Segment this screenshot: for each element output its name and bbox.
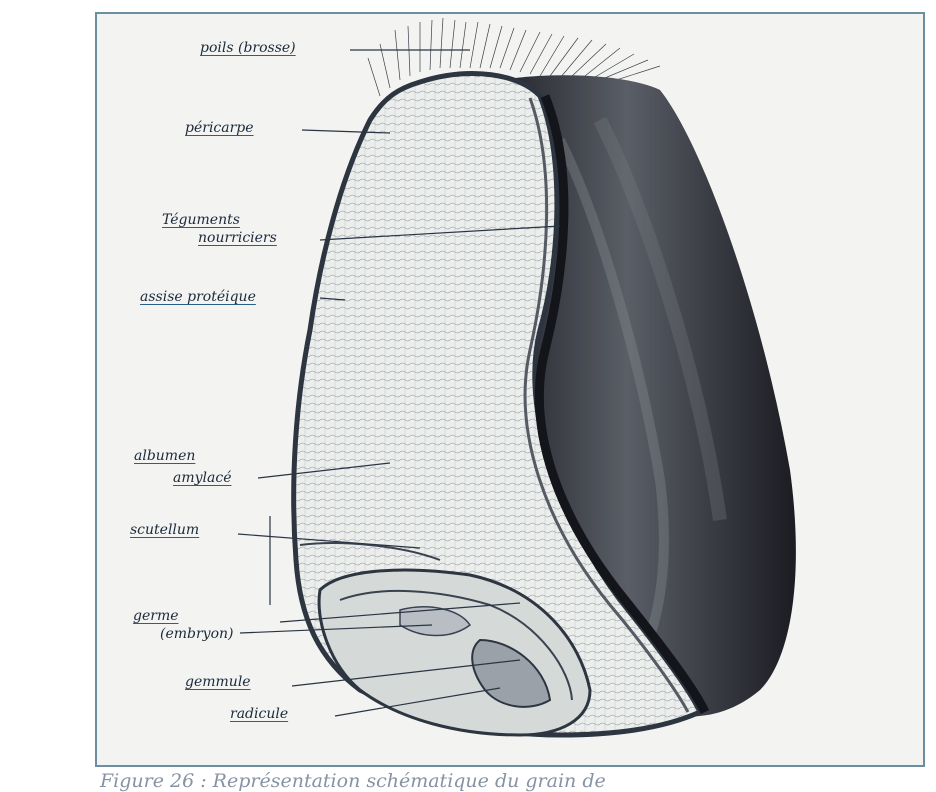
label-embryon: (embryon) bbox=[160, 626, 234, 642]
label-germe: germe bbox=[133, 608, 179, 624]
label-albumen-1: albumen bbox=[134, 448, 195, 464]
label-radicule: radicule bbox=[230, 706, 288, 722]
label-teguments-2: nourriciers bbox=[198, 230, 277, 246]
label-teguments-1: Téguments bbox=[162, 212, 240, 228]
label-albumen-2: amylacé bbox=[173, 470, 231, 486]
label-pericarpe: péricarpe bbox=[185, 120, 254, 136]
label-scutellum: scutellum bbox=[130, 522, 199, 538]
label-gemmule: gemmule bbox=[185, 674, 251, 690]
label-poils: poils (brosse) bbox=[200, 40, 296, 56]
label-assise-proteique: assise protéique bbox=[140, 289, 256, 305]
